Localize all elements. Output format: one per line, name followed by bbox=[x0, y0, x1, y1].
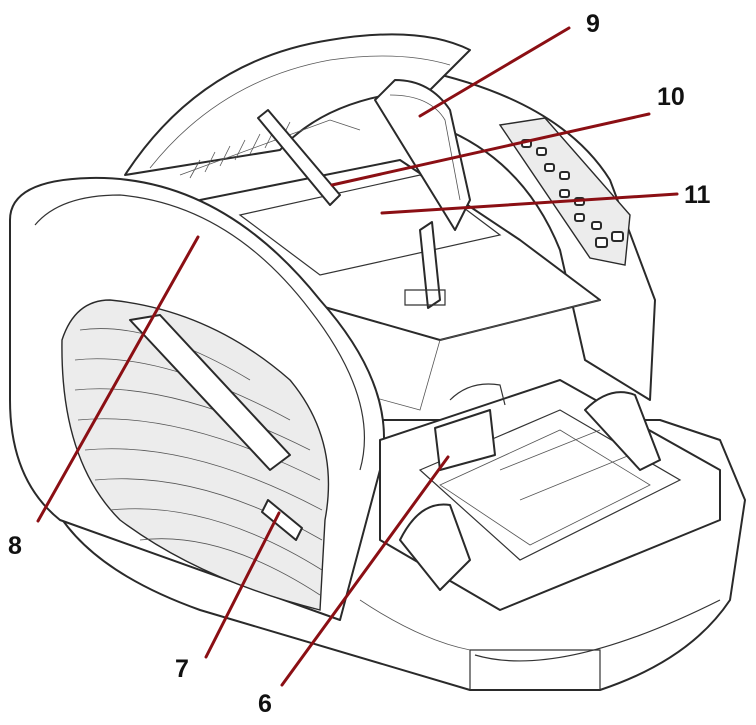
callout-9: 9 bbox=[586, 10, 600, 38]
output-guide-left bbox=[399, 503, 471, 591]
grille-lines bbox=[74, 328, 323, 596]
leader-line-6 bbox=[280, 455, 450, 687]
scanner-cover bbox=[9, 176, 385, 621]
leader-line-9 bbox=[418, 26, 571, 118]
top-lid bbox=[124, 33, 471, 179]
feeder-rollers bbox=[189, 121, 291, 179]
output-guide-right bbox=[584, 391, 661, 471]
callout-11: 11 bbox=[684, 181, 711, 209]
side-guides bbox=[257, 109, 446, 309]
callout-8: 8 bbox=[8, 532, 22, 560]
gap-release bbox=[434, 383, 506, 471]
cover-release-lever bbox=[261, 499, 303, 541]
leader-line-11 bbox=[380, 192, 679, 215]
callout-7: 7 bbox=[175, 655, 189, 683]
right-housing bbox=[419, 69, 656, 401]
cover-grille bbox=[61, 299, 330, 611]
leader-line-10 bbox=[330, 112, 651, 187]
leader-line-8 bbox=[36, 235, 200, 523]
callout-6: 6 bbox=[258, 690, 272, 718]
cover-handle-top bbox=[129, 314, 291, 471]
leader-line-7 bbox=[204, 511, 281, 659]
callout-10: 10 bbox=[657, 83, 685, 111]
